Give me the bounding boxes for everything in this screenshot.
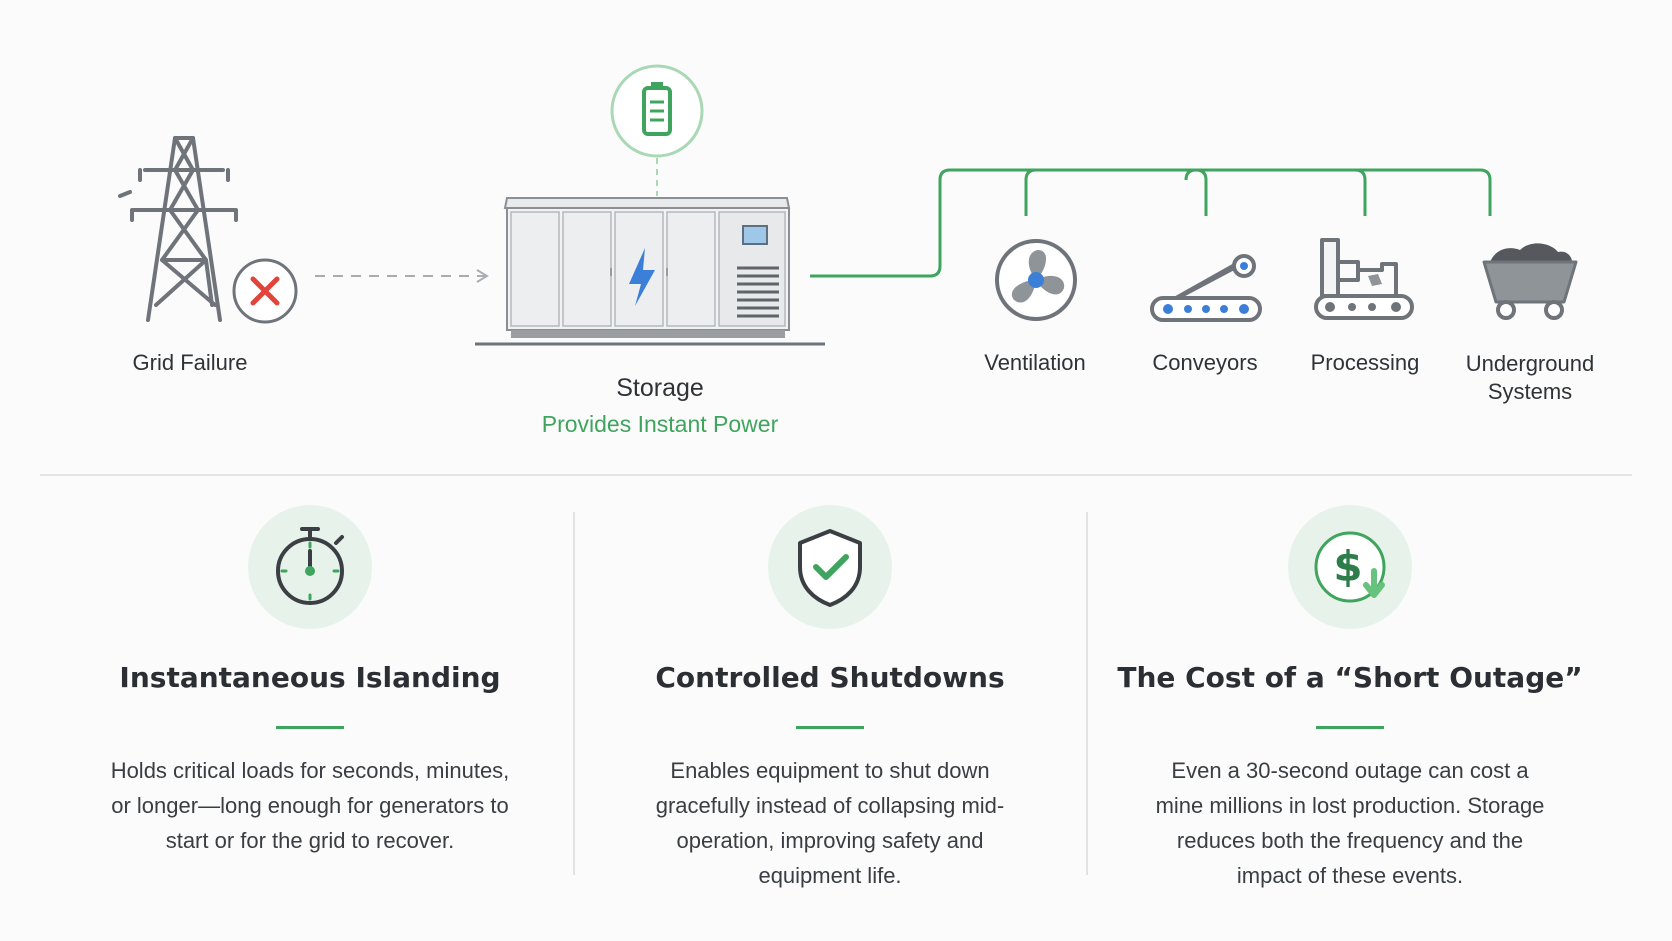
storage-label: Storage [616, 374, 704, 402]
panel-icon-circle [768, 505, 892, 629]
load-label-ventilation: Ventilation [984, 350, 1086, 375]
panel-body: Even a 30-second outage can cost a mine … [1155, 758, 1545, 888]
panel-icon-circle [248, 505, 372, 629]
mine-cart-icon [1482, 243, 1578, 320]
title-underline [1316, 726, 1384, 729]
storage-container-icon [475, 197, 825, 346]
flow-arrow [315, 269, 489, 283]
distribution-lines [810, 168, 1492, 278]
svg-text:$: $ [1333, 542, 1362, 591]
panel-islanding: Instantaneous Islanding Holds critical l… [50, 505, 570, 858]
conveyor-icon [1150, 254, 1262, 322]
shield-check-icon [798, 529, 862, 607]
load-label-underground: Underground Systems [1465, 351, 1595, 404]
panel-title: Controlled Shutdowns [655, 661, 1005, 694]
title-underline [796, 726, 864, 729]
panel-icon-circle: $ [1288, 505, 1412, 629]
load-label-conveyors: Conveyors [1152, 350, 1258, 375]
panel-divider-1 [573, 512, 575, 875]
storage-sublabel: Provides Instant Power [541, 411, 779, 437]
stopwatch-icon [276, 527, 344, 605]
panel-cost: $ The Cost of a “Short Outage” Even a 30… [1090, 505, 1610, 893]
title-underline [276, 726, 344, 729]
processing-plant-icon [1314, 238, 1414, 320]
battery-icon [610, 64, 704, 158]
section-divider [40, 474, 1632, 476]
load-label-processing: Processing [1310, 350, 1420, 375]
panel-divider-2 [1086, 512, 1088, 875]
panel-shutdowns: Controlled Shutdowns Enables equipment t… [570, 505, 1090, 893]
panel-body: Enables equipment to shut down gracefull… [655, 758, 1005, 888]
dollar-down-icon: $ [1314, 531, 1386, 603]
grid-failure-label: Grid Failure [132, 350, 248, 375]
fan-icon [995, 239, 1077, 321]
panel-title: Instantaneous Islanding [119, 661, 501, 694]
panel-body: Holds critical loads for seconds, minute… [110, 758, 510, 853]
fail-x-icon [232, 258, 298, 324]
battery-connector [656, 158, 658, 196]
transmission-tower-icon [118, 136, 238, 322]
panel-title: The Cost of a “Short Outage” [1117, 661, 1583, 694]
